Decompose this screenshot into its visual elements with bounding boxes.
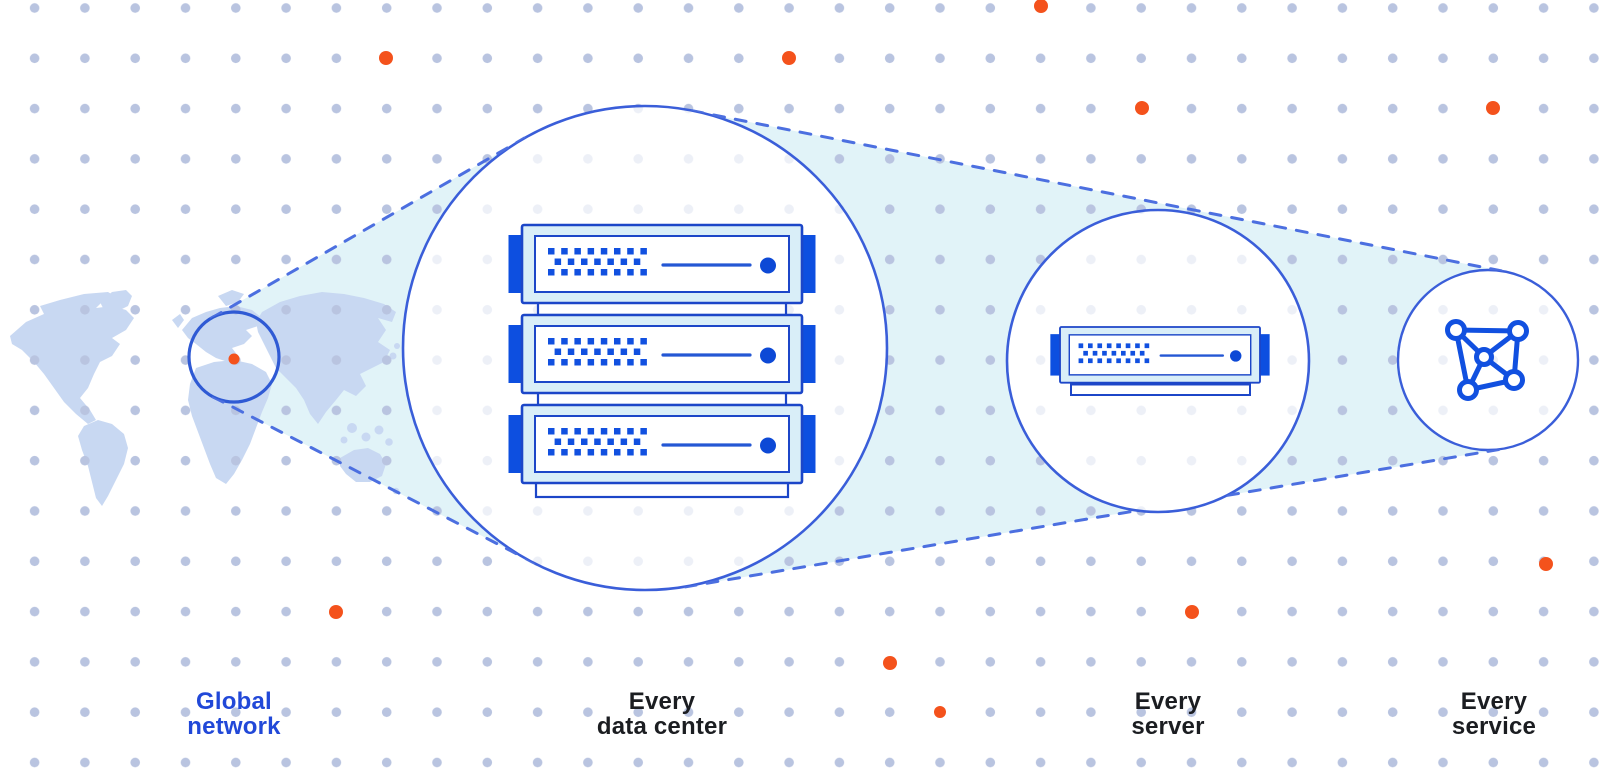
label-global-network: Global network bbox=[187, 688, 281, 740]
network-mesh-icon bbox=[1445, 319, 1529, 401]
accent-dot bbox=[883, 656, 897, 670]
accent-dot bbox=[1185, 605, 1199, 619]
label-every-data-center: Every data center bbox=[596, 688, 728, 740]
dashed-line-top-right bbox=[690, 109, 1507, 274]
label-line: service bbox=[1451, 712, 1537, 740]
zoom-dashed-lines bbox=[210, 109, 1507, 589]
accent-dot bbox=[782, 51, 796, 65]
map-location-dot bbox=[228, 353, 240, 365]
label-every-server: Every server bbox=[1131, 688, 1205, 740]
accent-dot bbox=[379, 51, 393, 65]
single-server-unit bbox=[1049, 325, 1271, 384]
label-line: data center bbox=[596, 712, 728, 740]
rack-server-unit-1 bbox=[506, 223, 818, 305]
label-line: Every bbox=[1134, 688, 1202, 715]
accent-dot bbox=[329, 605, 343, 619]
rack-server-unit-3 bbox=[506, 403, 818, 485]
map-region-circle bbox=[187, 310, 281, 404]
rack-server-unit-2 bbox=[506, 313, 818, 395]
label-line: Every bbox=[1460, 688, 1528, 715]
label-line: server bbox=[1131, 712, 1205, 740]
server-base bbox=[1070, 383, 1251, 396]
accent-dot bbox=[1135, 101, 1149, 115]
accent-dots bbox=[228, 0, 1553, 718]
mesh-nodes bbox=[1445, 319, 1529, 401]
label-line: Global bbox=[196, 688, 272, 715]
dashed-line-bottom-left bbox=[211, 395, 536, 565]
server-rack-icon bbox=[506, 223, 818, 499]
server-icon bbox=[1049, 325, 1271, 396]
label-line: network bbox=[187, 712, 281, 740]
accent-dot bbox=[1486, 101, 1500, 115]
dashed-line-bottom-right bbox=[683, 447, 1505, 589]
label-line: Every bbox=[628, 688, 696, 715]
dashed-line-top-left bbox=[210, 136, 526, 320]
accent-dot bbox=[1539, 557, 1553, 571]
accent-dot bbox=[934, 706, 946, 718]
label-every-service: Every service bbox=[1451, 688, 1537, 740]
accent-dot bbox=[1034, 0, 1048, 13]
